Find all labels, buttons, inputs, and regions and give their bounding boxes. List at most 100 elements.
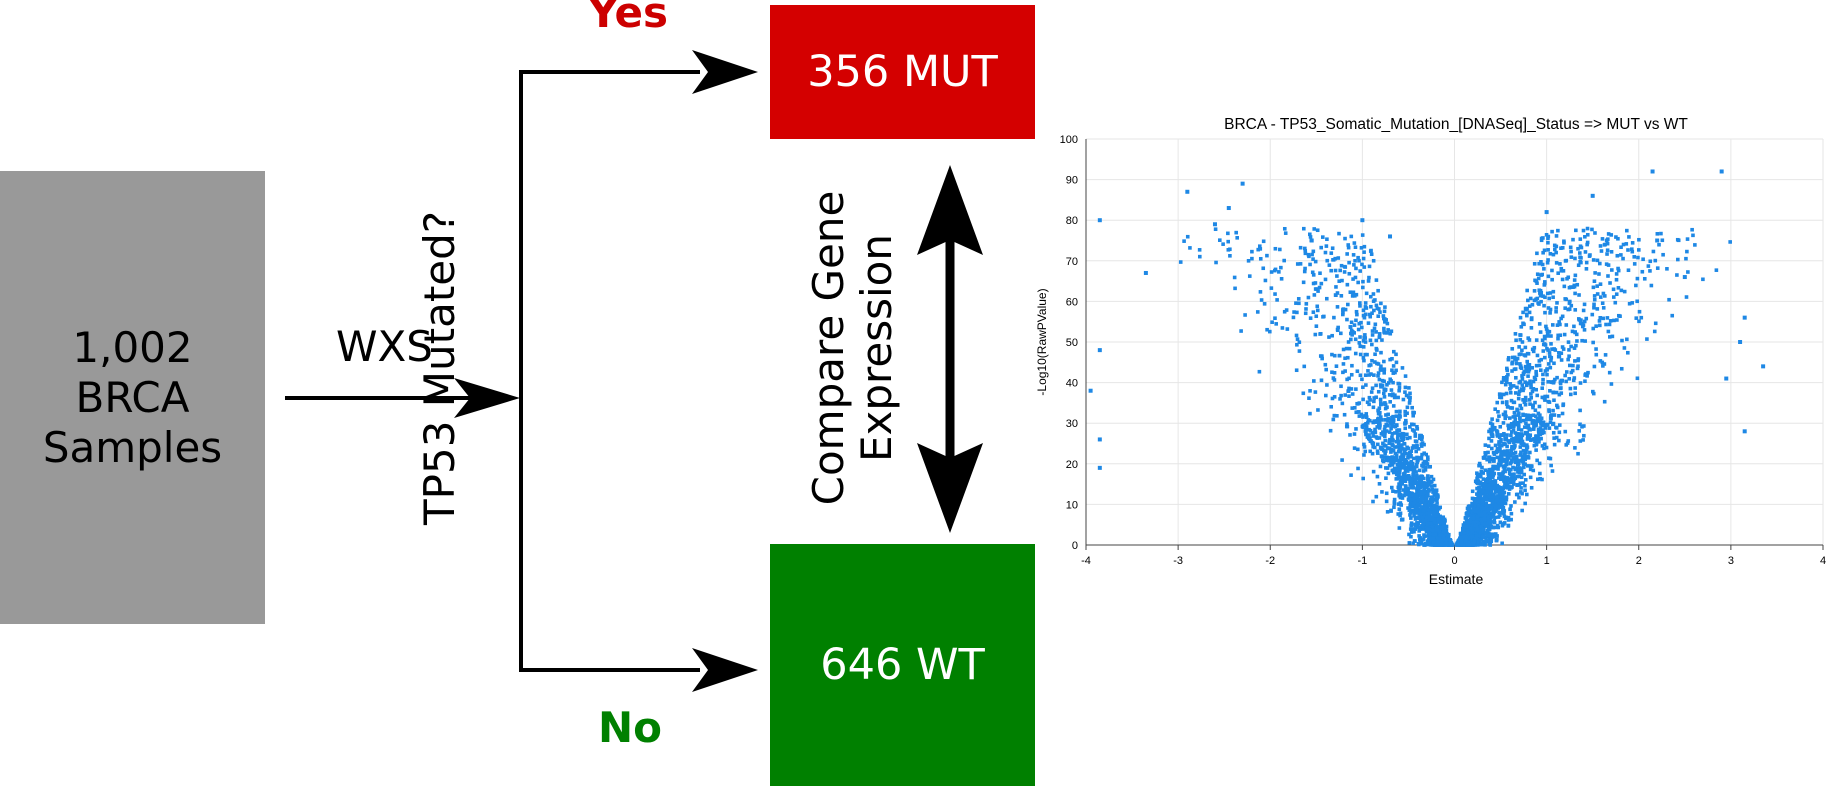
- data-point: [1407, 508, 1412, 513]
- data-point: [1403, 390, 1407, 394]
- data-point: [1415, 427, 1420, 431]
- data-point: [1416, 511, 1420, 515]
- data-point: [1412, 509, 1417, 513]
- data-point: [1493, 489, 1498, 493]
- data-point: [1503, 382, 1508, 387]
- data-point: [1508, 416, 1512, 420]
- data-point: [1538, 431, 1542, 435]
- data-point: [1426, 480, 1431, 485]
- data-point: [1535, 251, 1539, 256]
- data-point: [1392, 424, 1397, 428]
- data-point: [1429, 484, 1434, 488]
- data-point: [1539, 368, 1543, 372]
- data-point: [1495, 523, 1500, 528]
- data-point: [1423, 500, 1428, 504]
- data-point: [1554, 435, 1559, 440]
- data-point: [1636, 255, 1640, 260]
- data-point: [1627, 301, 1632, 306]
- data-point: [1559, 266, 1564, 271]
- data-point: [1481, 522, 1486, 527]
- data-point: [1480, 483, 1485, 487]
- data-point: [1535, 419, 1540, 423]
- data-point: [1389, 426, 1393, 431]
- data-point: [1410, 446, 1415, 450]
- outlier-point: [1309, 238, 1314, 243]
- data-point: [1285, 327, 1290, 331]
- data-point: [1602, 399, 1607, 404]
- data-point: [1425, 494, 1430, 498]
- data-point: [1501, 470, 1505, 475]
- data-point: [1349, 234, 1354, 239]
- data-point: [1542, 303, 1546, 308]
- data-point: [1379, 446, 1383, 450]
- data-point: [1693, 243, 1697, 247]
- data-point: [1473, 504, 1477, 508]
- data-point: [1546, 331, 1550, 336]
- data-point: [1350, 406, 1355, 410]
- data-point: [1389, 485, 1394, 490]
- data-point: [1510, 474, 1514, 479]
- data-point: [1352, 446, 1357, 450]
- data-point: [1509, 398, 1514, 403]
- data-point: [1486, 479, 1490, 484]
- data-point: [1545, 260, 1550, 265]
- data-point: [1320, 354, 1324, 358]
- data-point: [1503, 501, 1508, 506]
- data-point: [1561, 269, 1566, 273]
- data-point: [1303, 251, 1308, 256]
- data-point: [1406, 506, 1410, 510]
- data-point: [1473, 528, 1478, 532]
- data-point: [1534, 369, 1538, 374]
- data-point: [1602, 243, 1607, 247]
- data-point: [1347, 260, 1351, 265]
- data-point: [1492, 456, 1496, 461]
- data-point: [1474, 534, 1479, 538]
- data-point: [1557, 320, 1561, 324]
- data-point: [1505, 366, 1509, 371]
- data-point: [1304, 307, 1308, 311]
- data-point: [1384, 457, 1389, 462]
- data-point: [1382, 309, 1387, 314]
- data-point: [1488, 532, 1493, 537]
- data-point: [1600, 237, 1605, 241]
- data-point: [1547, 400, 1552, 404]
- data-point: [1562, 239, 1566, 244]
- data-point: [1391, 392, 1395, 396]
- data-point: [1469, 513, 1474, 517]
- data-point: [1398, 502, 1403, 506]
- data-point: [1361, 355, 1366, 360]
- data-point: [1477, 512, 1482, 517]
- data-point: [1520, 348, 1524, 353]
- data-point: [1280, 326, 1285, 330]
- data-point: [1382, 316, 1386, 321]
- data-point: [1277, 270, 1281, 274]
- data-point: [1185, 234, 1190, 239]
- data-point: [1542, 334, 1547, 339]
- data-point: [1566, 340, 1571, 344]
- data-point: [1383, 451, 1387, 456]
- data-point: [1577, 429, 1582, 433]
- data-point: [1349, 473, 1353, 477]
- data-point: [1574, 343, 1578, 348]
- data-point: [1559, 268, 1564, 273]
- data-point: [1493, 525, 1498, 530]
- data-point: [1529, 326, 1534, 330]
- data-point: [1556, 336, 1560, 341]
- y-tick-label: 10: [1066, 499, 1078, 511]
- data-point: [1544, 327, 1549, 331]
- data-point: [1435, 501, 1439, 505]
- data-point: [1501, 459, 1506, 463]
- data-point: [1614, 277, 1619, 282]
- x-tick-label: 0: [1451, 555, 1457, 567]
- data-point: [1528, 379, 1532, 384]
- data-point: [1552, 436, 1556, 440]
- data-point: [1547, 362, 1551, 366]
- data-point: [1403, 409, 1407, 414]
- data-point: [1498, 520, 1503, 525]
- data-point: [1532, 289, 1537, 293]
- data-point: [1359, 412, 1364, 417]
- data-point: [1475, 474, 1480, 479]
- data-point: [1379, 301, 1383, 306]
- data-point: [1353, 275, 1358, 280]
- data-point: [1407, 541, 1412, 545]
